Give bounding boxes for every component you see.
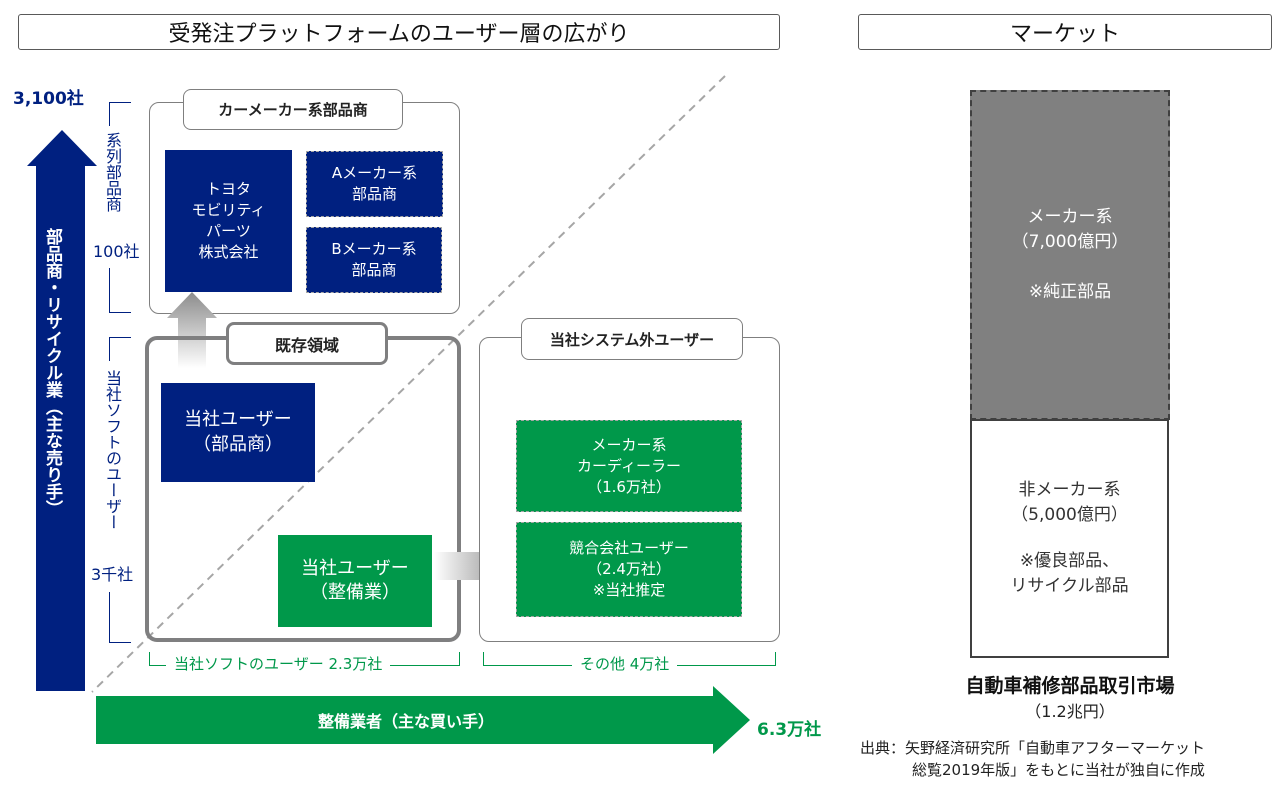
box-line: （2.4万社） [587,560,671,578]
upgrade-arrow-icon [167,292,217,368]
softuser-count: 3千社 [91,565,134,584]
box-line: 当社ユーザー [184,409,292,431]
box-line: 部品商 [351,261,397,279]
source-line-1: 出典：矢野経済研究所「自動車アフターマーケット [860,739,1206,757]
source-line-2: 総覧2019年版」をもとに当社が独自に作成 [912,761,1205,779]
dealer-box: メーカー系 カーディーラー （1.6万社） [516,420,742,512]
platform-title-text: 受発注プラットフォームのユーザー層の広がり [168,22,630,47]
keiretsu-bracket-bottom [109,268,131,313]
market-title-text: マーケット [1009,22,1120,47]
diagonal-divider [91,75,726,693]
market-total: （1.2兆円） [1025,702,1115,721]
box-line: Bメーカー系 [331,240,417,258]
others-bottom-label: その他 4万社 [572,653,678,674]
box-line: （整備業） [310,582,400,603]
existing-tag: 既存領域 [226,322,388,365]
softuser-bottom-label: 当社ソフトのユーザー 2.3万社 [166,653,391,674]
b-maker-parts-box: Bメーカー系 部品商 [306,227,442,293]
segment-line: （7,000億円） [1011,232,1129,253]
segment-line: メーカー系 [1027,206,1113,227]
non-maker-market-segment: 非メーカー系 （5,000億円） ※優良部品、 リサイクル部品 [970,419,1169,658]
box-line: 当社ユーザー [301,557,409,579]
keiretsu-label: 系列部品商 [103,132,122,212]
box-line: （1.6万社） [587,477,671,496]
box-line: パーツ [206,222,251,240]
softuser-bracket-top [109,337,131,361]
maker-market-segment: メーカー系 （7,000億円） ※純正部品 [970,90,1170,420]
sellers-total: 3,100社 [13,89,84,109]
box-line: Aメーカー系 [331,164,418,182]
segment-line: （5,000億円） [1011,505,1128,525]
buyers-total: 6.3万社 [757,720,822,740]
box-line: カーディーラー [577,456,681,475]
box-line: メーカー系 [591,435,667,454]
parts-user-box: 当社ユーザー （部品商） [161,383,315,482]
market-title: マーケット [858,14,1272,50]
box-line: （部品商） [193,433,283,455]
box-line: ※当社推定 [592,581,666,599]
segment-line: リサイクル部品 [1010,576,1129,596]
toyota-mobility-parts-box: トヨタ モビリティ パーツ 株式会社 [165,150,292,292]
segment-line: ※純正部品 [1028,281,1112,302]
a-maker-parts-box: Aメーカー系 部品商 [306,151,443,217]
platform-title: 受発注プラットフォームのユーザー層の広がり [18,14,780,50]
competitor-user-box: 競合会社ユーザー （2.4万社） ※当社推定 [516,522,742,617]
sellers-arrow [27,130,97,691]
softuser-label: 当社ソフトのユーザー [103,370,122,530]
softuser-bracket-bottom [109,592,131,643]
box-line: モビリティ [191,201,266,219]
buyers-arrow-label: 整備業者（主な買い手） [317,712,494,731]
segment-line: ※優良部品、 [1019,550,1120,571]
keiretsu-count: 100社 [93,242,140,261]
segment-line: 非メーカー系 [1018,479,1121,500]
carmaker-tag: カーメーカー系部品商 [183,89,403,130]
box-line: 競合会社ユーザー [569,539,689,557]
repair-user-box: 当社ユーザー （整備業） [278,535,432,627]
keiretsu-bracket-top [109,102,131,126]
buyers-arrow [96,686,750,754]
box-line: 株式会社 [198,243,259,261]
sellers-arrow-label: 部品商・リサイクル業（主な売り手） [42,228,62,517]
box-line: 部品商 [351,185,397,203]
box-line: トヨタ [205,180,251,198]
outside-tag: 当社システム外ユーザー [521,318,743,360]
market-caption: 自動車補修部品取引市場 [965,675,1175,697]
